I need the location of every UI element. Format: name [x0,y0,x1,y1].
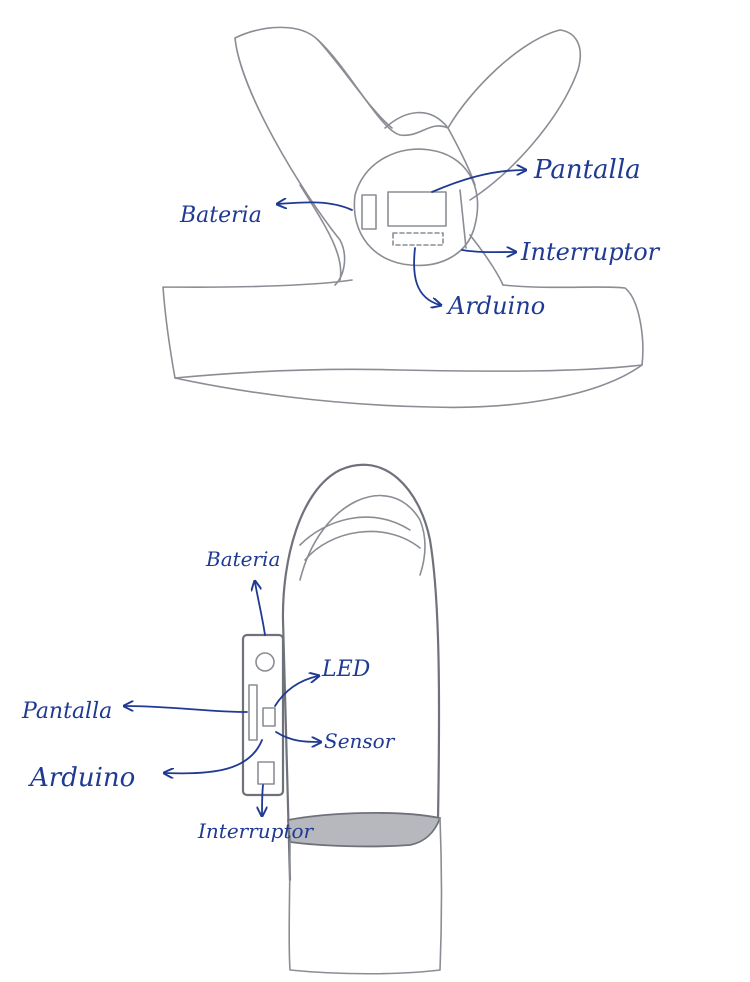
harness-labels: Bateria Pantalla Interruptor Arduino [179,155,661,320]
harness-chest-band [163,280,643,407]
arrow-interruptor-bottom [262,785,263,815]
finger-switch [258,762,274,784]
finger-battery [256,653,274,671]
harness-chest-band-edge [175,365,642,378]
finger-arrows [125,582,320,815]
harness-screen [388,192,446,226]
arrow-arduino-top [414,248,440,305]
arrow-led-bottom [275,676,318,706]
harness-neck [318,40,448,135]
arrow-pantalla-bottom [125,706,247,712]
arrow-pantalla-top [432,170,525,192]
harness-arduino [393,233,443,245]
label-interruptor-bottom: Interruptor [197,819,315,843]
label-led-bottom: LED [321,657,371,682]
arrow-bateria-bottom [255,582,265,635]
label-sensor-bottom: Sensor [324,729,396,753]
label-pantalla-bottom: Pantalla [21,699,112,724]
finger-labels: Bateria LED Pantalla Sensor Arduino Inte… [21,547,396,843]
label-interruptor-top: Interruptor [520,238,661,266]
label-arduino-top: Arduino [446,292,545,320]
harness-battery [362,195,376,229]
finger-drawing [243,465,442,974]
arrow-interruptor-top [462,250,515,252]
label-arduino-bottom: Arduino [28,763,135,793]
harness-switch [460,190,466,248]
harness-device-housing [354,149,477,265]
finger-nail-curve [300,496,425,580]
finger-screen [249,685,257,740]
finger-led-sensor [263,708,275,726]
label-bateria-bottom: Bateria [205,547,280,571]
label-pantalla-top: Pantalla [533,155,641,185]
label-bateria-top: Bateria [179,203,262,228]
finger-inner-curve-2 [305,531,420,560]
arrow-arduino-bottom [165,740,262,773]
harness-left-strap [235,27,392,285]
